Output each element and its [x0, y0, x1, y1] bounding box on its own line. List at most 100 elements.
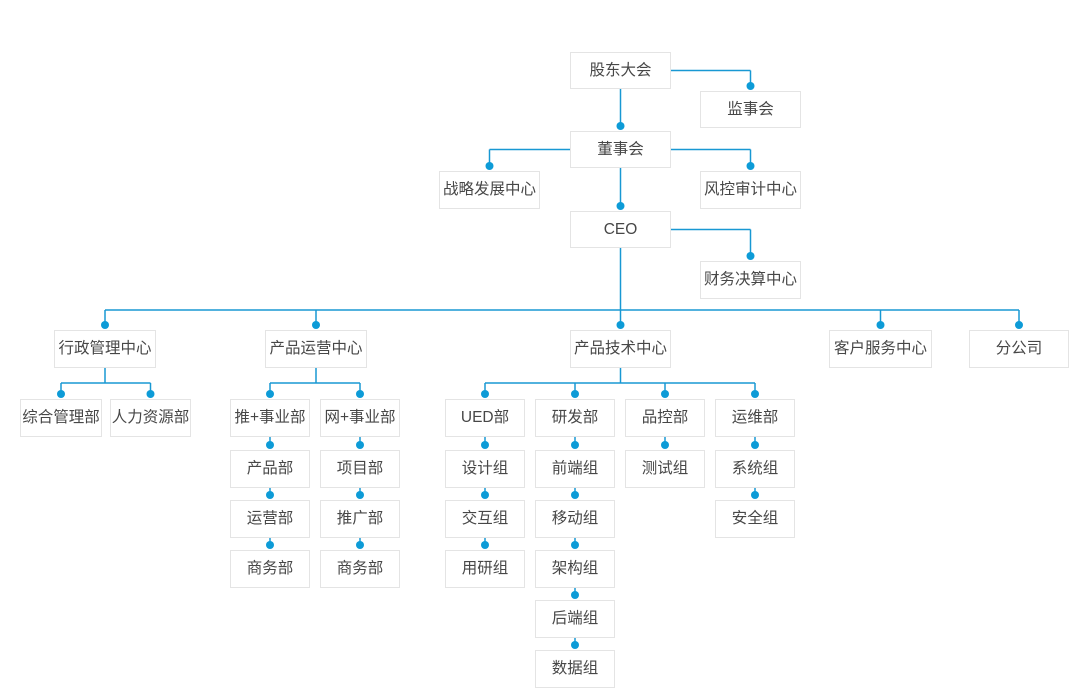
org-node-label: 测试组	[641, 460, 689, 478]
org-node-label: 网+事业部	[324, 409, 396, 427]
connector-dot	[571, 591, 579, 599]
org-node-system-group: 系统组	[715, 450, 795, 488]
org-node-label: 品控部	[641, 409, 689, 427]
connector-dot	[57, 390, 65, 398]
connector-dot	[876, 321, 885, 329]
org-node-business-dept-wang: 商务部	[320, 550, 400, 588]
org-node-label: 股东大会	[589, 61, 652, 79]
org-node-project-dept: 项目部	[320, 450, 400, 488]
connector-dot	[356, 390, 364, 398]
org-node-label: 运营部	[246, 510, 294, 528]
connector-dot	[751, 390, 759, 398]
connector-dot	[571, 491, 579, 499]
connector-dot	[481, 441, 489, 449]
org-node-design-group: 设计组	[445, 450, 525, 488]
org-node-label: 项目部	[336, 460, 384, 478]
org-node-admin-center: 行政管理中心	[54, 330, 156, 368]
org-node-interaction-group: 交互组	[445, 500, 525, 538]
org-node-label: 综合管理部	[22, 409, 100, 427]
org-node-label: 产品技术中心	[573, 340, 667, 358]
org-node-branch-company: 分公司	[969, 330, 1069, 368]
org-node-ceo: CEO	[570, 211, 671, 248]
connector-dot	[661, 441, 669, 449]
connector-dot	[746, 252, 755, 260]
org-node-om-dept: 运维部	[715, 399, 795, 437]
org-node-label: 客户服务中心	[833, 340, 927, 358]
org-node-backend-group: 后端组	[535, 600, 615, 638]
connector-dot	[266, 390, 274, 398]
org-node-finance-center: 财务决算中心	[700, 261, 801, 299]
org-node-wang-division: 网+事业部	[320, 399, 400, 437]
org-node-shareholders: 股东大会	[570, 52, 671, 89]
connector-dot	[266, 541, 274, 549]
org-node-label: 产品部	[246, 460, 294, 478]
connector-dot	[571, 441, 579, 449]
org-node-promotion-dept: 推广部	[320, 500, 400, 538]
connector-dot	[616, 321, 625, 329]
connector-dot	[751, 491, 759, 499]
org-node-strategy-center: 战略发展中心	[439, 171, 540, 209]
org-node-tui-division: 推+事业部	[230, 399, 310, 437]
org-node-label: 交互组	[461, 510, 509, 528]
org-node-supervisory: 监事会	[700, 91, 801, 128]
connector-dot	[485, 162, 494, 170]
org-node-label: CEO	[603, 220, 638, 238]
connector-dot	[146, 390, 155, 398]
org-node-ued-dept: UED部	[445, 399, 525, 437]
org-node-label: 人力资源部	[111, 409, 190, 427]
org-node-security-group: 安全组	[715, 500, 795, 538]
org-node-label: 行政管理中心	[58, 340, 152, 358]
org-node-label: 移动组	[551, 510, 599, 528]
org-node-cs-center: 客户服务中心	[829, 330, 932, 368]
connector-dot	[571, 390, 579, 398]
connector-dot	[266, 491, 274, 499]
connector-dot	[616, 122, 625, 130]
connector-dot	[746, 162, 755, 170]
connector-dot	[571, 541, 579, 549]
org-node-user-research-group: 用研组	[445, 550, 525, 588]
connector-dot	[101, 321, 109, 329]
connector-dot	[481, 541, 489, 549]
connector-dot	[616, 202, 625, 210]
org-node-label: 前端组	[551, 460, 599, 478]
org-node-business-dept-tui: 商务部	[230, 550, 310, 588]
connector-dot	[356, 491, 364, 499]
org-node-ops-center: 产品运营中心	[265, 330, 367, 368]
org-node-label: 系统组	[731, 460, 779, 478]
org-node-label: 设计组	[461, 460, 509, 478]
org-node-architecture-group: 架构组	[535, 550, 615, 588]
org-node-label: 运维部	[731, 409, 779, 427]
connector-dot	[266, 441, 274, 449]
org-node-hr-dept: 人力资源部	[110, 399, 191, 437]
org-node-board: 董事会	[570, 131, 671, 168]
org-node-operation-dept: 运营部	[230, 500, 310, 538]
org-node-product-dept: 产品部	[230, 450, 310, 488]
org-node-label: 推广部	[336, 510, 384, 528]
connector-dot	[312, 321, 320, 329]
org-node-label: 财务决算中心	[703, 271, 797, 289]
org-node-frontend-group: 前端组	[535, 450, 615, 488]
org-node-label: 安全组	[731, 510, 779, 528]
org-node-data-group: 数据组	[535, 650, 615, 688]
org-node-label: 产品运营中心	[269, 340, 363, 358]
org-node-label: 风控审计中心	[703, 181, 797, 199]
org-node-qc-dept: 品控部	[625, 399, 705, 437]
org-node-label: UED部	[460, 409, 510, 427]
org-node-label: 研发部	[551, 409, 599, 427]
org-node-mobile-group: 移动组	[535, 500, 615, 538]
connector-dot	[481, 491, 489, 499]
connector-dot	[356, 541, 364, 549]
org-node-testing-group: 测试组	[625, 450, 705, 488]
connector-dot	[661, 390, 669, 398]
connector-dot	[356, 441, 364, 449]
org-node-label: 推+事业部	[234, 409, 306, 427]
org-node-label: 监事会	[727, 100, 774, 118]
org-node-label: 分公司	[995, 340, 1043, 358]
connector-dot	[751, 441, 759, 449]
org-node-label: 商务部	[246, 560, 294, 578]
connector-dot	[481, 390, 489, 398]
org-node-label: 数据组	[551, 660, 599, 678]
org-node-label: 用研组	[461, 560, 509, 578]
org-node-rd-dept: 研发部	[535, 399, 615, 437]
